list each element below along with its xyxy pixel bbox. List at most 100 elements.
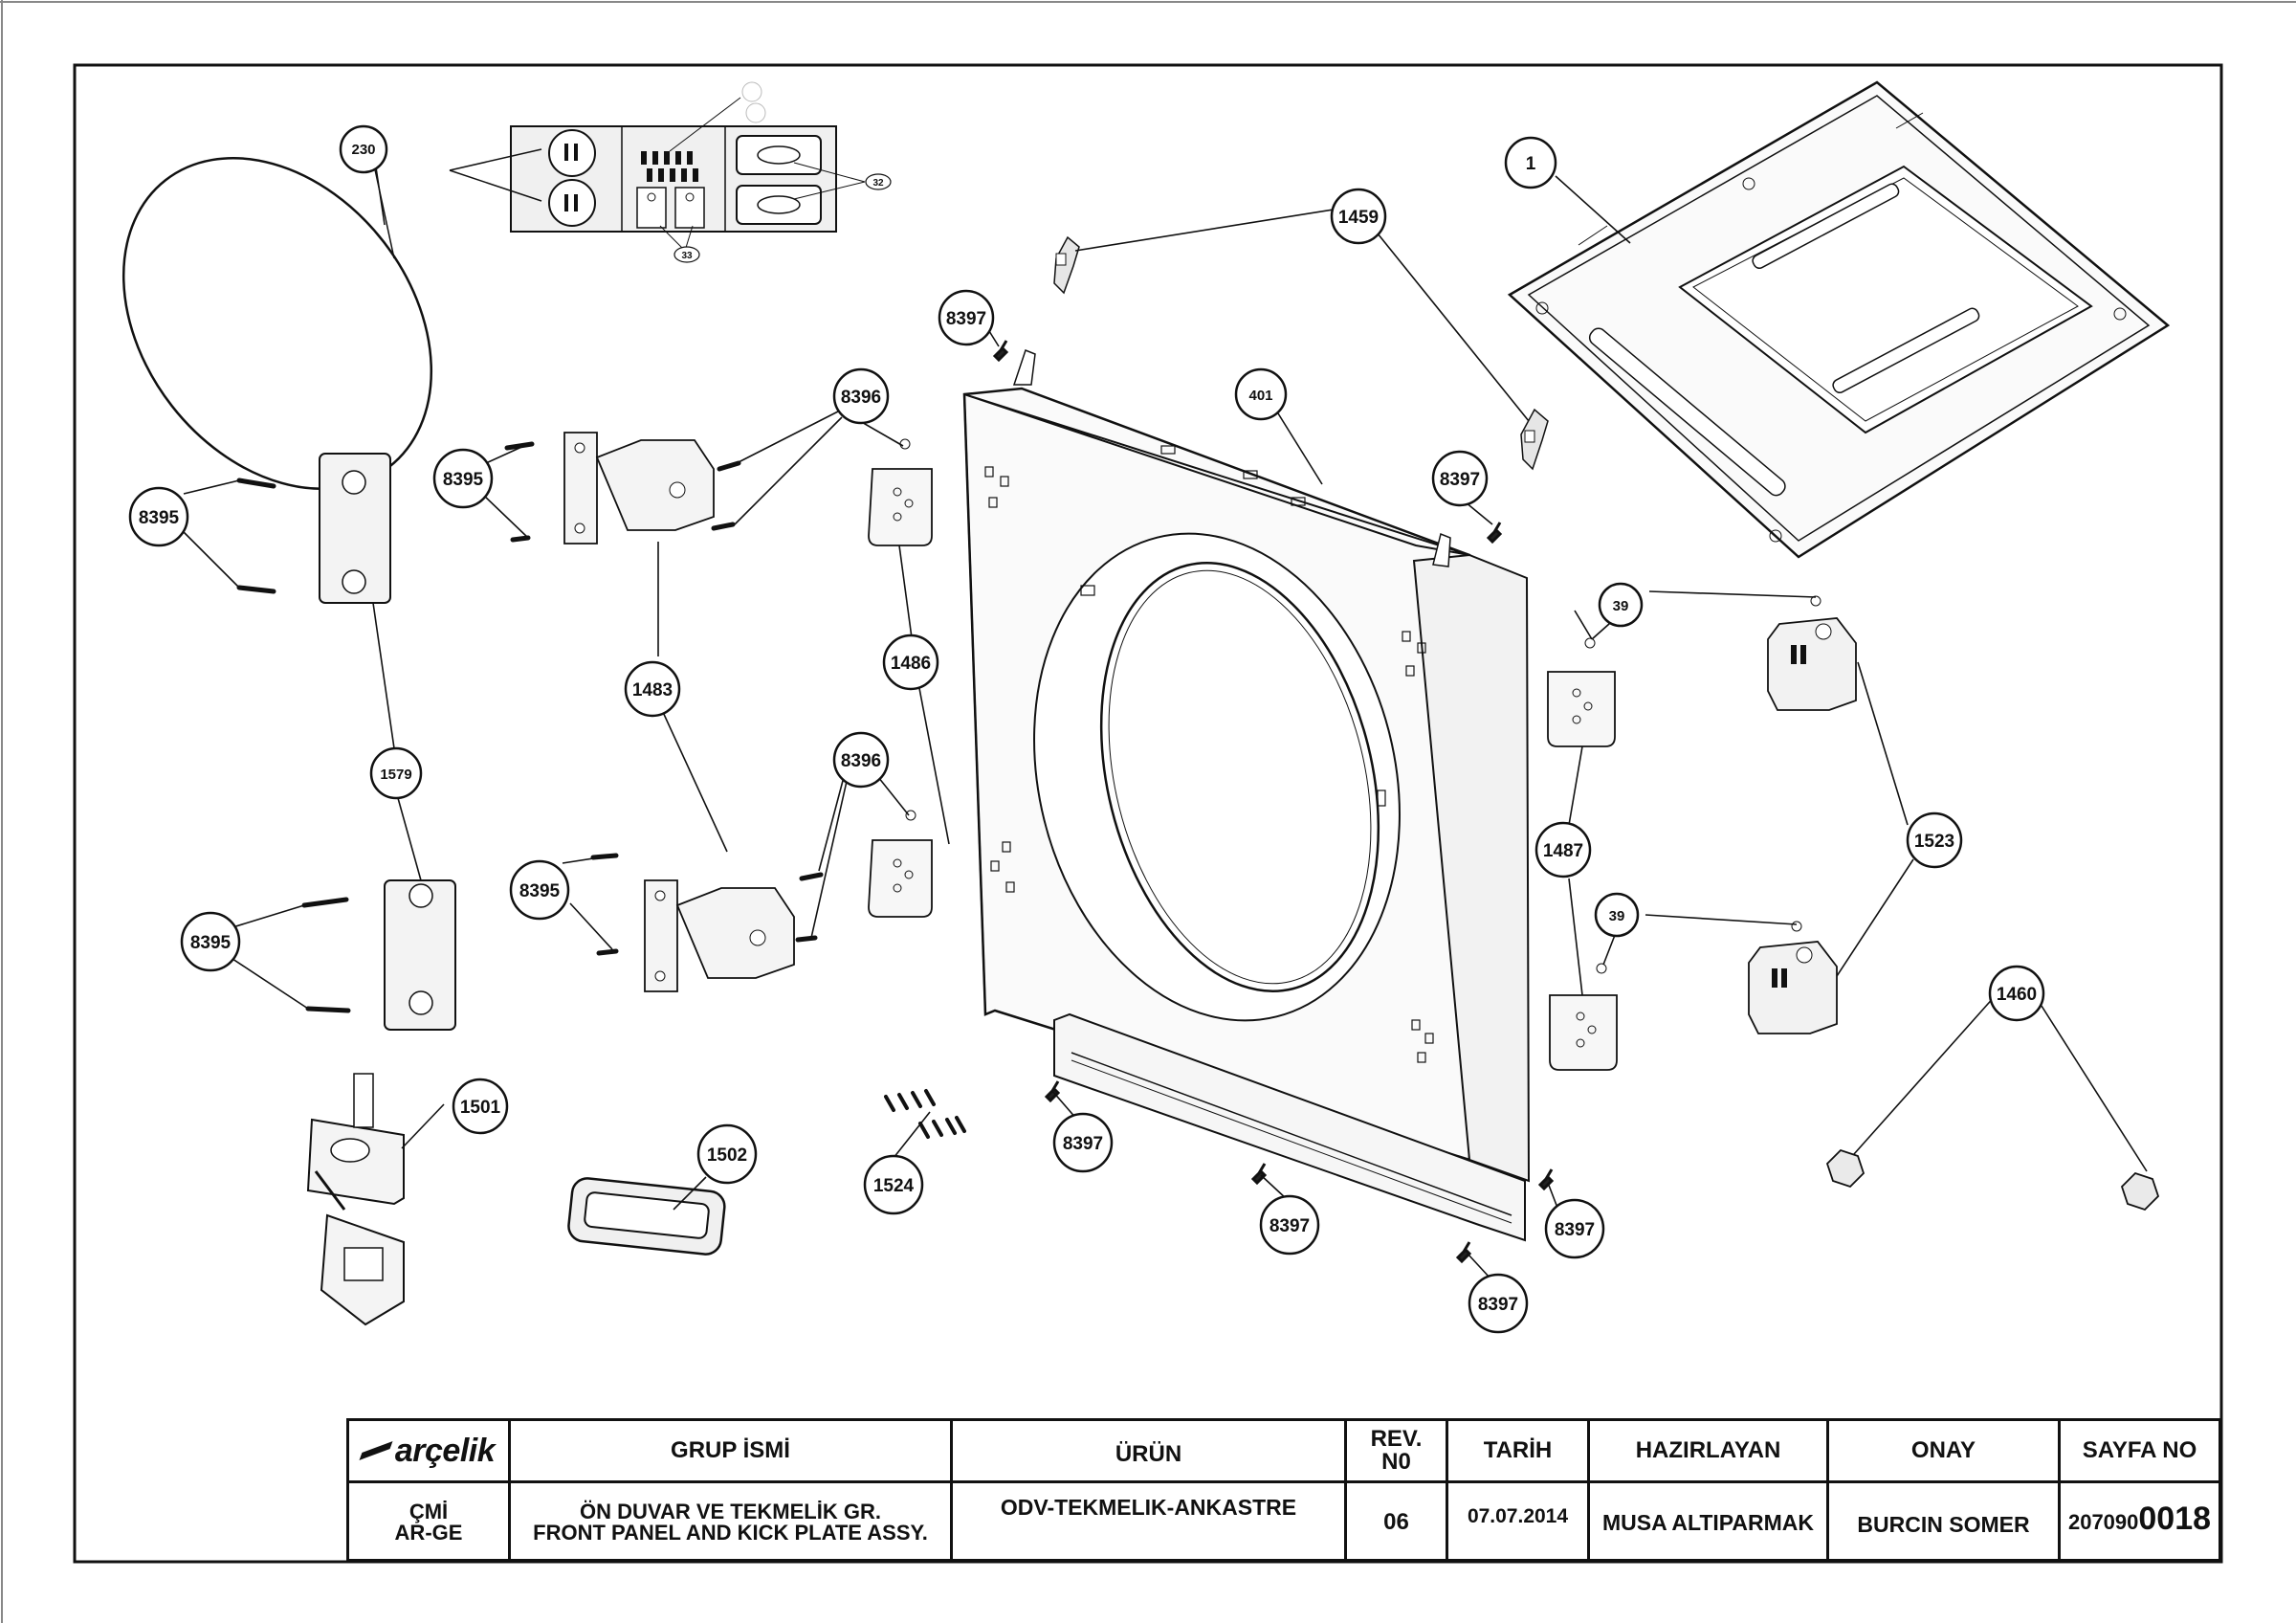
screw-set-part xyxy=(884,1089,966,1139)
callout-8397: 8397 xyxy=(1259,1194,1320,1256)
svg-text:8395: 8395 xyxy=(519,881,561,901)
svg-text:8395: 8395 xyxy=(443,470,484,490)
header-rev-line2: N0 xyxy=(1381,1449,1411,1475)
mount-plate-part xyxy=(1547,637,1618,1071)
svg-text:32: 32 xyxy=(872,178,884,189)
svg-text:1523: 1523 xyxy=(1914,832,1954,852)
company-logo: arçelik xyxy=(349,1421,508,1480)
svg-text:1460: 1460 xyxy=(1997,985,2037,1005)
svg-text:8397: 8397 xyxy=(1440,470,1480,490)
product-value: ODV-TEKMELIK-ANKASTRE xyxy=(1000,1494,1297,1520)
callout-8396: 8396 xyxy=(832,731,890,789)
title-block-divider xyxy=(1446,1421,1448,1559)
department-line1: ÇMİ xyxy=(408,1500,449,1523)
svg-text:1524: 1524 xyxy=(873,1176,915,1196)
svg-text:1459: 1459 xyxy=(1338,208,1379,228)
callout-8396: 8396 xyxy=(832,367,890,425)
title-block-divider xyxy=(1587,1421,1590,1559)
callout-1: 1 xyxy=(1504,136,1557,189)
rev-value: 06 xyxy=(1383,1509,1409,1535)
svg-text:1502: 1502 xyxy=(707,1145,747,1166)
department: ÇMİ AR-GE xyxy=(349,1483,508,1562)
callout-230: 230 xyxy=(339,124,388,174)
svg-text:8395: 8395 xyxy=(139,508,180,528)
top-bracket-part xyxy=(1520,408,1549,471)
svg-text:33: 33 xyxy=(681,251,693,261)
title-block-divider xyxy=(508,1421,511,1559)
title-block: arçelik GRUP İSMİ ÜRÜN REV. N0 TARİH HAZ… xyxy=(346,1418,2221,1562)
title-block-divider xyxy=(950,1421,953,1559)
callout-8397: 8397 xyxy=(1431,450,1489,507)
approval-value: BURCIN SOMER xyxy=(1857,1511,2030,1537)
callout-8395: 8395 xyxy=(432,448,494,509)
svg-text:1487: 1487 xyxy=(1543,841,1583,861)
callout-401: 401 xyxy=(1234,367,1288,421)
spacer-block-part xyxy=(319,453,456,1031)
header-rev: REV. N0 xyxy=(1347,1421,1446,1480)
switch-box-part xyxy=(1748,595,1857,1034)
header-prepared-by: HAZIRLAYAN xyxy=(1635,1437,1781,1463)
callout-33: 33 xyxy=(673,246,700,263)
callout-1502: 1502 xyxy=(696,1123,758,1185)
clip-part xyxy=(1825,1148,2160,1212)
svg-text:8396: 8396 xyxy=(841,751,881,771)
hinge-part xyxy=(563,432,795,992)
callout-balloons: 230 1 1459 8397 401 8397 8396 8395 8395 … xyxy=(128,124,2045,1334)
svg-text:8395: 8395 xyxy=(190,933,232,953)
callout-1501: 1501 xyxy=(452,1078,509,1135)
header-rev-line1: REV. xyxy=(1370,1426,1423,1452)
header-product: ÜRÜN xyxy=(1115,1441,1182,1467)
title-block-divider xyxy=(349,1480,2219,1483)
date-value: 07.07.2014 xyxy=(1467,1505,1569,1527)
logo-mark-icon xyxy=(359,1441,392,1460)
svg-text:401: 401 xyxy=(1248,388,1272,404)
callout-32: 32 xyxy=(865,173,892,190)
callout-39: 39 xyxy=(1594,892,1640,938)
callout-1486: 1486 xyxy=(882,634,939,691)
callout-8395: 8395 xyxy=(180,911,241,972)
callout-1460: 1460 xyxy=(1988,965,2045,1022)
header-group-name: GRUP İSMİ xyxy=(671,1437,790,1463)
back-panel-part xyxy=(1507,80,2171,559)
front-panel-part xyxy=(962,349,1531,1242)
header-page-no: SAYFA NO xyxy=(2082,1437,2197,1463)
hinge-plate-part xyxy=(868,438,933,918)
door-handle-part xyxy=(567,1177,726,1256)
callout-1459: 1459 xyxy=(1330,188,1387,245)
callout-39: 39 xyxy=(1598,582,1644,628)
svg-text:8396: 8396 xyxy=(841,388,881,408)
svg-text:39: 39 xyxy=(1613,598,1629,614)
callout-1523: 1523 xyxy=(1906,812,1963,869)
page-no-prefix: 207090 xyxy=(2067,1510,2139,1534)
svg-text:1: 1 xyxy=(1526,154,1536,174)
callout-1524: 1524 xyxy=(863,1154,924,1215)
group-name-line2: FRONT PANEL AND KICK PLATE ASSY. xyxy=(533,1521,928,1545)
header-date: TARİH xyxy=(1483,1437,1553,1463)
svg-text:8397: 8397 xyxy=(1269,1216,1310,1236)
group-name-value: ÖN DUVAR VE TEKMELİK GR. FRONT PANEL AND… xyxy=(511,1483,950,1562)
page-no-suffix: 0018 xyxy=(2138,1501,2212,1537)
logo-text: arçelik xyxy=(394,1432,496,1469)
callout-8395: 8395 xyxy=(509,859,570,921)
svg-text:8397: 8397 xyxy=(1478,1295,1518,1315)
leader-lines xyxy=(183,175,2148,1279)
callout-1579: 1579 xyxy=(369,746,423,800)
door-latch-part xyxy=(306,1073,405,1326)
department-line2: AR-GE xyxy=(394,1521,463,1545)
callout-8395: 8395 xyxy=(128,486,189,547)
callout-8397: 8397 xyxy=(1052,1112,1114,1173)
callout-1487: 1487 xyxy=(1534,821,1592,878)
title-block-divider xyxy=(1826,1421,1829,1559)
top-bracket-part xyxy=(1053,235,1080,295)
svg-text:39: 39 xyxy=(1609,908,1625,924)
title-block-divider xyxy=(1344,1421,1347,1559)
header-approval: ONAY xyxy=(1910,1437,1976,1463)
svg-text:230: 230 xyxy=(351,142,375,158)
callout-8397: 8397 xyxy=(1468,1273,1529,1334)
door-glass-part xyxy=(121,156,433,491)
callout-1483: 1483 xyxy=(624,660,681,718)
svg-text:1579: 1579 xyxy=(380,767,411,783)
